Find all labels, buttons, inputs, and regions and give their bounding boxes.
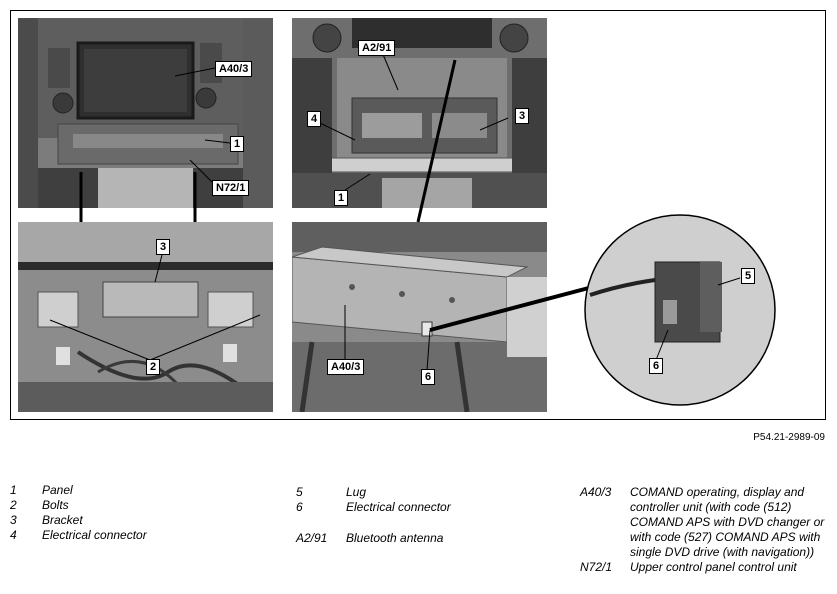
callout-bracket-3a: 3 bbox=[515, 108, 530, 124]
callout-connector-6b: 6 bbox=[649, 358, 664, 374]
dashboard-illustration bbox=[18, 18, 273, 208]
callout-connector-6a: 6 bbox=[421, 369, 436, 385]
callout-electrical-4: 4 bbox=[307, 111, 322, 127]
photo-unit-connector bbox=[292, 222, 547, 412]
bracket-illustration bbox=[18, 222, 273, 412]
callout-a2-91: A2/91 bbox=[358, 40, 396, 56]
unit-illustration bbox=[292, 222, 547, 412]
photo-bracket-bolts bbox=[18, 222, 273, 412]
callout-n72-1: N72/1 bbox=[212, 180, 250, 196]
callout-panel-1b: 1 bbox=[334, 190, 349, 206]
overlay-lines bbox=[49, 51, 776, 406]
figure-id: P54.21-2989-09 bbox=[753, 432, 825, 443]
callout-a40-3-top: A40/3 bbox=[215, 61, 253, 77]
callout-a40-3-bottom: A40/3 bbox=[327, 359, 365, 375]
callout-bracket-3b: 3 bbox=[156, 239, 171, 255]
callout-lug-5: 5 bbox=[741, 268, 756, 284]
callout-panel-1a: 1 bbox=[230, 136, 245, 152]
photo-opened-console bbox=[292, 18, 547, 208]
callout-bolts-2: 2 bbox=[146, 359, 161, 375]
photo-dashboard bbox=[18, 18, 273, 208]
